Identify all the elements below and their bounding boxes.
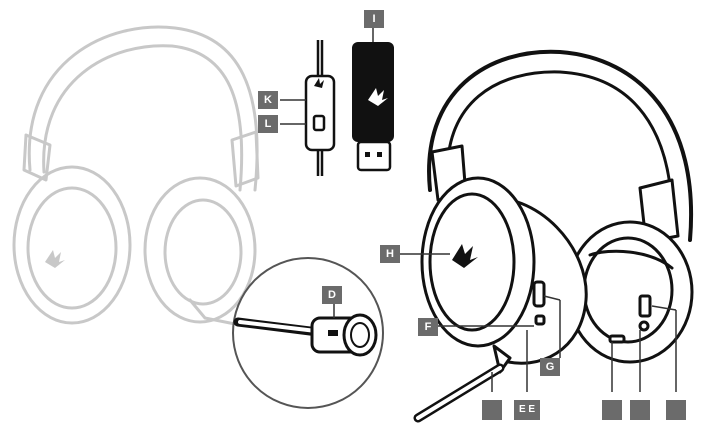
callout-blank-1 <box>482 400 502 420</box>
brand-sail-logo <box>45 250 65 268</box>
callout-blank-3 <box>630 400 650 420</box>
callout-I: I <box>364 10 384 28</box>
brand-sail-logo <box>452 244 478 268</box>
usb-dongle-icon <box>352 42 394 172</box>
leader-lines <box>400 253 677 392</box>
inline-controller-icon <box>304 40 336 176</box>
callout-L: L <box>258 115 278 133</box>
callout-D: D <box>322 286 342 304</box>
callout-blank-4 <box>666 400 686 420</box>
callout-K: K <box>258 91 278 109</box>
callout-F: F <box>418 318 438 336</box>
callout-G: G <box>540 358 560 376</box>
microphone-zoom-icon <box>232 257 384 409</box>
callout-blank-2 <box>602 400 622 420</box>
callout-E: E E <box>514 400 540 420</box>
callout-H: H <box>380 245 400 263</box>
headset-ghost-outline <box>12 25 260 327</box>
headset-main-outline <box>413 49 694 423</box>
